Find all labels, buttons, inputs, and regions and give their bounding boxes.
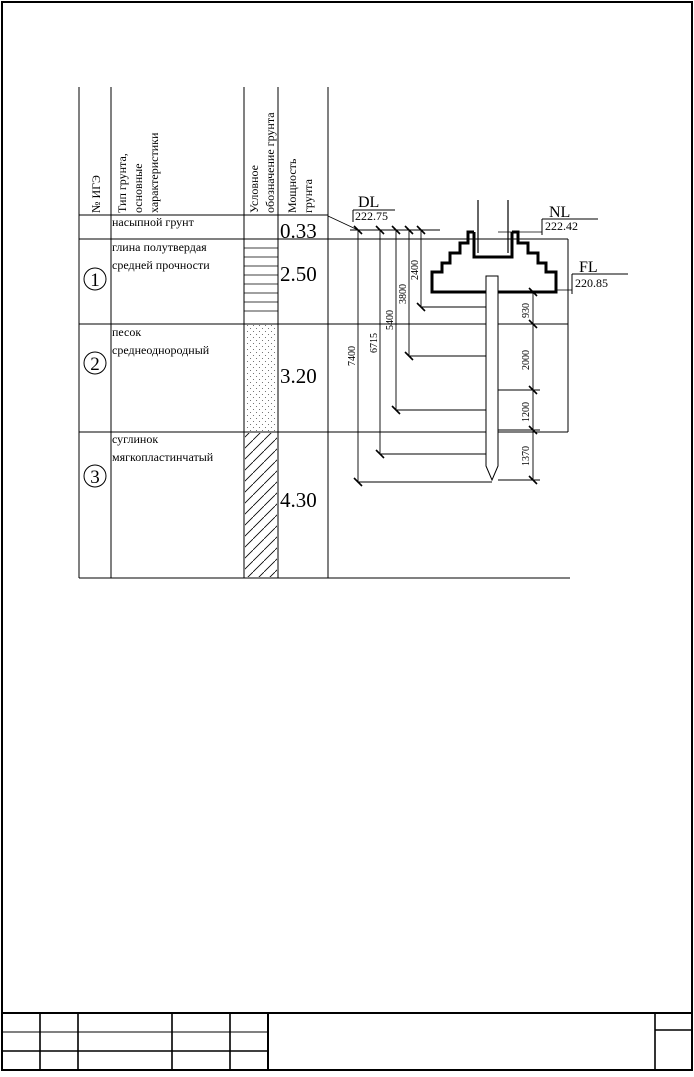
header-soil-type-1: Тип грунта, <box>115 153 129 213</box>
ige-number-1: 1 <box>90 270 100 291</box>
layer-1-description-1: глина полутвердая <box>112 240 207 254</box>
hatch-loam <box>245 433 277 577</box>
layer-2-description-1: песок <box>112 325 141 339</box>
level-nl-value: 222.42 <box>545 219 578 233</box>
header-ige-no: № ИГЭ <box>89 175 103 213</box>
level-dl-value: 222.75 <box>355 209 388 223</box>
ige-marker-3: 3 <box>83 464 107 488</box>
layer-0-description: насыпной грунт <box>112 215 195 229</box>
level-nl: NL 222.42 <box>498 204 598 235</box>
dim-7400: 7400 <box>347 346 358 366</box>
dim-3800: 3800 <box>398 284 409 304</box>
header-thickness-2: грунта <box>301 178 315 213</box>
header-symbol-1: Условное <box>247 165 261 213</box>
header-soil-type-2: основные <box>131 163 145 213</box>
layer-3-thickness: 4.30 <box>280 488 317 512</box>
dim-1370: 1370 <box>521 446 532 466</box>
hatch-clay <box>244 247 278 312</box>
left-dimension-ticks <box>353 225 426 487</box>
dim-1200: 1200 <box>521 402 532 422</box>
level-fl: FL 220.85 <box>556 259 628 294</box>
layer-3-description-2: мягкопластинчатый <box>112 450 214 464</box>
header-thickness-1: Мощность <box>285 158 299 213</box>
header-soil-type-3: характеристики <box>147 132 161 213</box>
layer-1-description-2: средней прочности <box>112 258 210 272</box>
ige-number-2: 2 <box>90 354 100 375</box>
hatch-sand <box>245 325 277 431</box>
level-dl: DL 222.75 <box>327 194 395 231</box>
dim-930: 930 <box>521 303 532 318</box>
ige-marker-1: 1 <box>83 267 107 291</box>
layer-3-description-1: суглинок <box>112 432 158 446</box>
column <box>477 200 509 253</box>
level-nl-label: NL <box>549 204 570 221</box>
title-block <box>2 1012 692 1070</box>
right-dimension-ticks <box>528 287 538 485</box>
dim-2000: 2000 <box>521 350 532 370</box>
layer-2-description-2: среднеоднородный <box>112 343 210 357</box>
layer-1-thickness: 2.50 <box>280 262 317 286</box>
pile <box>485 275 499 482</box>
level-fl-label: FL <box>579 259 598 276</box>
ige-marker-2: 2 <box>83 351 107 375</box>
level-dl-label: DL <box>358 194 379 211</box>
ige-number-3: 3 <box>90 467 100 488</box>
dim-6715: 6715 <box>369 333 380 353</box>
layer-0-thickness: 0.33 <box>280 219 317 243</box>
header-symbol-2: обозначение грунта <box>263 112 277 213</box>
left-dimension-lines <box>350 229 492 483</box>
dim-5400: 5400 <box>385 310 396 330</box>
dim-2400: 2400 <box>410 260 421 280</box>
layer-2-thickness: 3.20 <box>280 364 317 388</box>
foundation-glass <box>472 232 514 259</box>
right-dimension-lines <box>498 292 540 481</box>
level-fl-value: 220.85 <box>575 276 608 290</box>
